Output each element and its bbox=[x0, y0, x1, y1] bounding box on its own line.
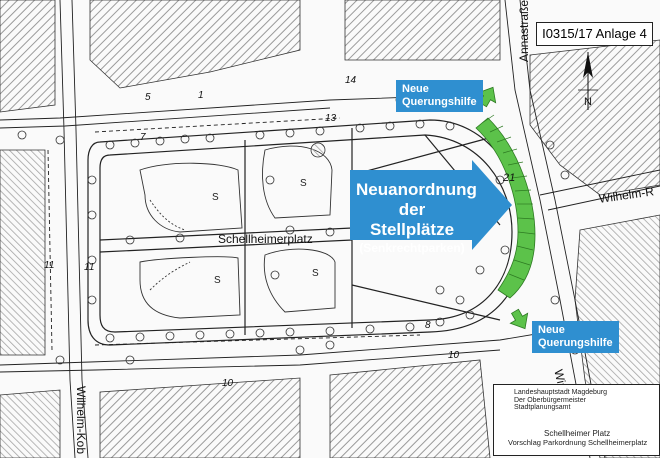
building-block-top bbox=[89, 0, 301, 89]
parking-bays-green bbox=[475, 114, 536, 299]
house-number: 5 bbox=[145, 92, 151, 103]
house-number: 8 bbox=[425, 320, 431, 331]
street-label-wilhelm-kob: Wilhelm-Kob bbox=[74, 386, 88, 455]
callout-crossing-bottom-line2: Querungshilfe bbox=[538, 337, 613, 349]
parking-count: 21 bbox=[503, 172, 516, 184]
building-block-top-right bbox=[344, 0, 501, 61]
callout-crossing-bottom-line1: Neue bbox=[538, 324, 565, 336]
titleblock-office: Der Oberbürgermeister bbox=[514, 397, 586, 404]
house-number: 11 bbox=[84, 262, 95, 273]
building-block-left bbox=[0, 149, 46, 356]
parking-callout-text: Neuanordnung der Stellplätze (Senkrechtp… bbox=[356, 180, 477, 256]
play-area-label: S bbox=[214, 275, 221, 286]
house-number: 10 bbox=[448, 350, 460, 361]
titleblock-subtitle: Vorschlag Parkordnung Schellheimerplatz bbox=[508, 438, 648, 447]
titleblock-authority: Landeshauptstadt Magdeburg bbox=[514, 389, 608, 396]
play-area-label: S bbox=[312, 268, 319, 279]
street-label-annastrasse: Annastraße bbox=[517, 0, 531, 62]
house-number: 13 bbox=[325, 113, 337, 124]
building-block-top-left bbox=[0, 0, 56, 113]
parking-callout-arrow bbox=[350, 160, 512, 250]
house-number: 10 bbox=[222, 378, 234, 389]
play-area-label: S bbox=[300, 178, 307, 189]
building-block-bottom-left bbox=[0, 389, 61, 458]
parking-title-line1: Neuanordnung bbox=[356, 180, 477, 199]
callout-crossing-top: Neue Querungshilfe bbox=[396, 80, 483, 112]
house-number: 7 bbox=[140, 132, 146, 143]
house-number: 14 bbox=[345, 75, 357, 86]
north-arrow bbox=[578, 52, 598, 110]
house-number: 11 bbox=[44, 260, 55, 271]
crossing-arrows bbox=[477, 86, 529, 330]
play-area-label: S bbox=[212, 192, 219, 203]
house-number: 1 bbox=[198, 90, 204, 101]
parking-title-line2: der Stellplätze bbox=[369, 200, 455, 239]
north-label: N bbox=[584, 96, 592, 108]
fountain bbox=[310, 142, 326, 158]
parking-subtitle: (Senkrechtparken) bbox=[359, 241, 465, 255]
callout-crossing-bottom: Neue Querungshilfe bbox=[532, 321, 619, 353]
crossing-arrow-bottom bbox=[509, 308, 529, 330]
title-block: Landeshauptstadt Magdeburg Der Oberbürge… bbox=[493, 384, 660, 456]
play-areas bbox=[139, 145, 336, 319]
callout-crossing-top-line2: Querungshilfe bbox=[402, 96, 477, 108]
titleblock-project: Schellheimer Platz bbox=[544, 429, 611, 438]
building-block-bottom-mid bbox=[329, 359, 491, 458]
building-block-right bbox=[529, 39, 660, 196]
document-id: I0315/17 Anlage 4 bbox=[536, 22, 653, 46]
callout-crossing-top-line1: Neue bbox=[402, 83, 429, 95]
building-block-bottom bbox=[99, 377, 301, 458]
titleblock-department: Stadtplanungsamt bbox=[514, 404, 571, 411]
street-label-schellheimerplatz: Schellheimerplatz bbox=[218, 232, 313, 246]
